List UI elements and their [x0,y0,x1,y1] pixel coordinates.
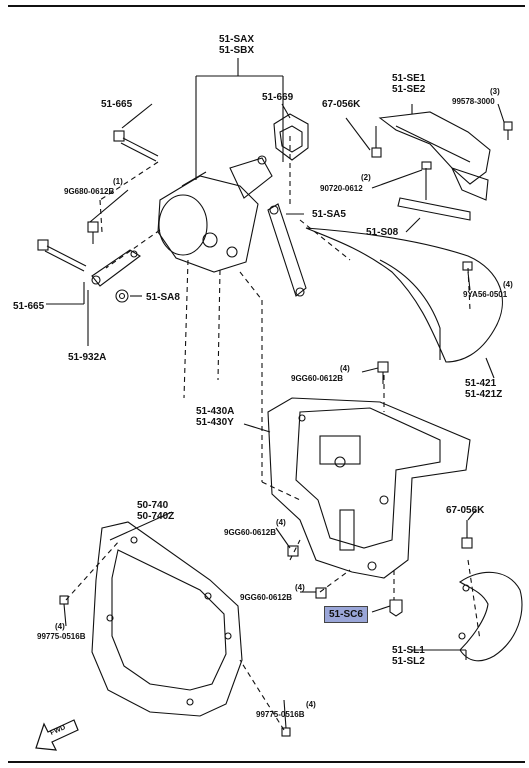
label-51-SL2: 51-SL2 [392,656,425,667]
cap-51-669 [273,113,309,161]
link-51-SA5 [267,203,307,297]
cover-51-421 [305,227,503,363]
screw-67-056K-bottom [461,520,473,549]
label-51-SC6-highlighted[interactable]: 51-SC6 [324,606,368,623]
qty-9YA56: (4) [503,280,513,289]
label-51-SL1: 51-SL1 [392,645,425,656]
label-50-740Z: 50-740Z [137,511,175,522]
label-9GG60-mid: 9GG60-0612B [224,528,277,537]
screw-9G680 [87,221,99,244]
bolt-9GG60-top [377,361,389,384]
label-51-669: 51-669 [262,92,294,103]
label-9GG60-top: 9GG60-0612B [291,374,344,383]
screw-67-056K-top [371,126,382,158]
label-51-SA5: 51-SA5 [312,209,346,220]
qty-99775-left: (4) [55,622,65,631]
screw-9YA56 [462,261,473,271]
label-51-SBX: 51-SBX [219,45,255,56]
label-51-SA8: 51-SA8 [146,292,180,303]
qty-9GG60-low: (4) [295,583,305,592]
fwd-arrow-icon [35,719,79,751]
bracket-51-S08 [397,161,471,221]
label-9G680: 9G680-0612B [64,187,115,196]
bolt-9GG60-low [315,587,327,599]
qty-9G680: (1) [113,177,123,186]
label-51-430Y: 51-430Y [196,417,234,428]
label-51-932A: 51-932A [68,352,107,363]
clip-51-SC6 [389,599,403,617]
label-50-740: 50-740 [137,500,169,511]
label-51-430A: 51-430A [196,406,235,417]
lever-51-932A [91,249,141,287]
bolt-51-665-top [113,130,159,162]
washer-51-SA8 [115,289,129,303]
label-67-056K-bottom: 67-056K [446,505,485,516]
label-90720: 90720-0612 [320,184,363,193]
housing-51-430A [267,397,471,579]
bolt-9GG60-mid [287,545,299,557]
qty-90720: (2) [361,173,371,182]
label-9YA56: 9YA56-0501 [463,290,508,299]
label-99775-bottom: 99775-0516B [256,710,305,719]
qty-9GG60-top: (4) [340,364,350,373]
shield-51-SL1 [458,571,523,662]
label-9GG60-low: 9GG60-0612B [240,593,293,602]
qty-9GG60-mid: (4) [276,518,286,527]
bolt-99578 [503,121,513,140]
screw-99775-left [59,595,69,605]
label-51-SE1: 51-SE1 [392,73,426,84]
label-51-421: 51-421 [465,378,497,389]
label-99775-left: 99775-0516B [37,632,86,641]
motor-assembly [157,155,273,273]
qty-99775-bottom: (4) [306,700,316,709]
bracket-51-SE [378,111,491,201]
bezel-50-740 [91,521,243,717]
label-51-SE2: 51-SE2 [392,84,426,95]
label-51-665-top: 51-665 [101,99,133,110]
qty-99578: (3) [490,87,500,96]
label-51-665-left: 51-665 [13,301,45,312]
label-51-SAX: 51-SAX [219,34,255,45]
label-51-S08: 51-S08 [366,227,399,238]
label-51-421Z: 51-421Z [465,389,503,400]
bolt-51-665-left [37,239,87,272]
label-99578: 99578-3000 [452,97,495,106]
label-67-056K-top: 67-056K [322,99,361,110]
